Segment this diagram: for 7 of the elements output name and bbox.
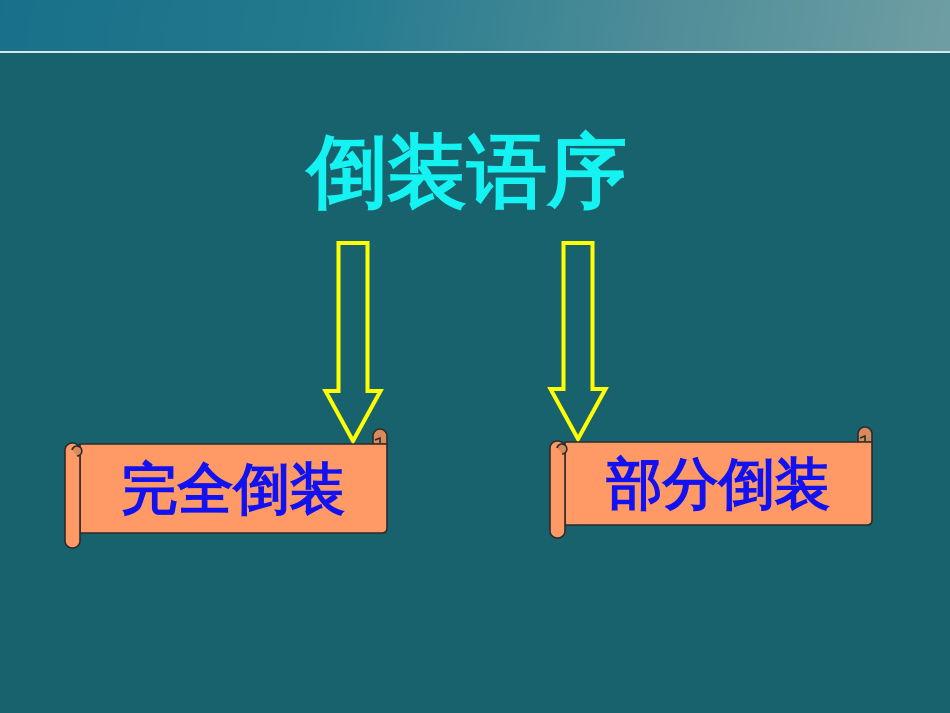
block-arrow — [322, 241, 384, 446]
banner-label: 部分倒装 — [606, 454, 830, 514]
scroll-banner — [547, 424, 875, 542]
title-text: 倒装语序 — [307, 128, 627, 214]
banner-label: 完全倒装 — [122, 458, 346, 518]
scroll-banner — [62, 425, 390, 551]
block-arrow — [547, 241, 609, 444]
